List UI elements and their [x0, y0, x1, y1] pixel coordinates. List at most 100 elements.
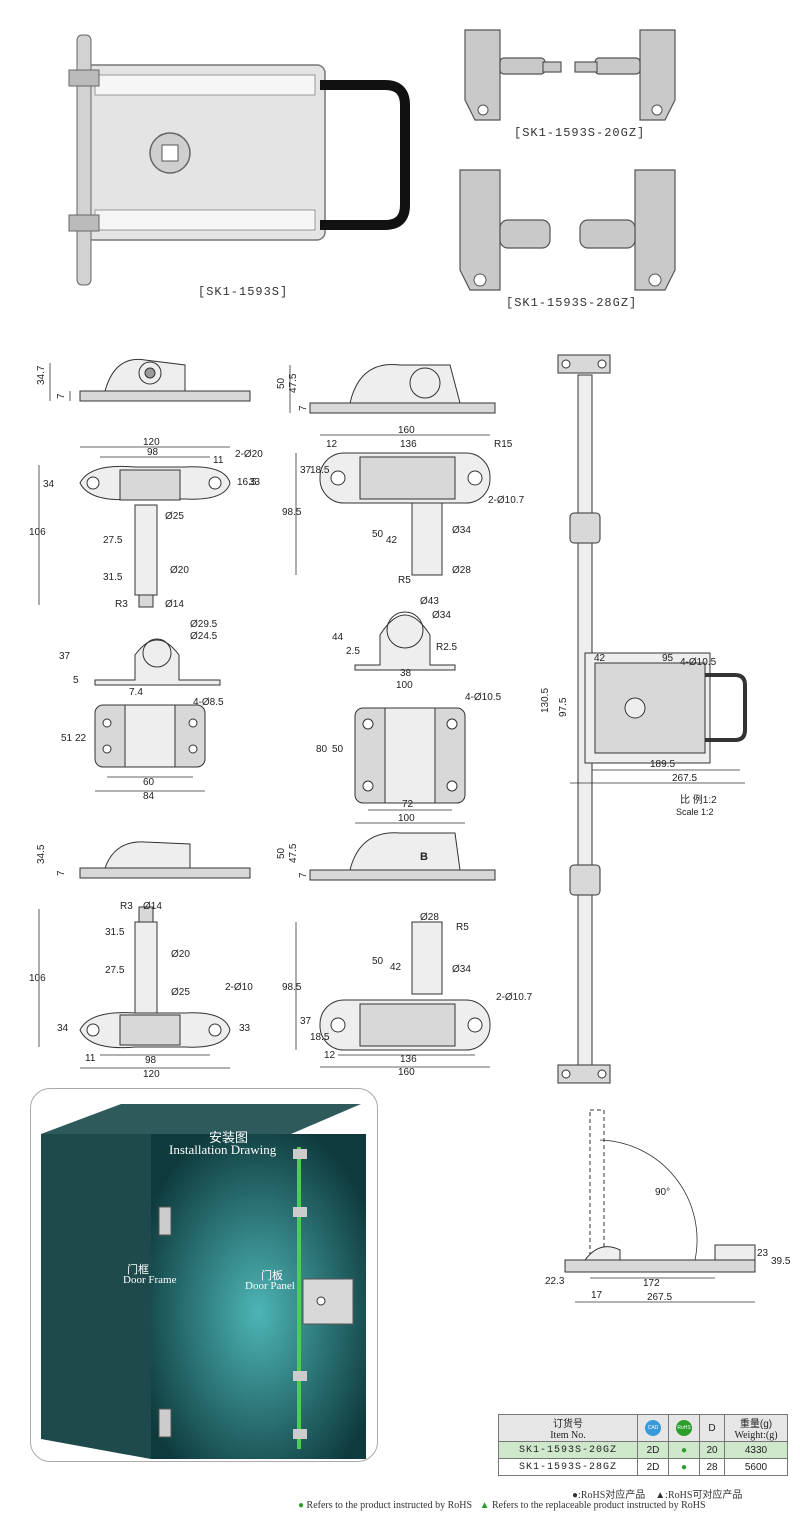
- dim-a-r3: R3: [115, 599, 128, 610]
- dim-b-47-5: 47.5: [288, 373, 299, 393]
- header-rohs-cell: RoHS: [668, 1414, 700, 1442]
- panel-label-en: Door Panel: [245, 1280, 295, 1292]
- legend-en: ● Refers to the product instructed by Ro…: [298, 1500, 706, 1511]
- rohs-triangle-icon: ▲: [479, 1500, 490, 1511]
- dim-f-50b: 50: [372, 956, 384, 967]
- dim-a-34-7: 34.7: [36, 365, 47, 385]
- scale-en: Scale 1:2: [676, 807, 714, 817]
- row-rohs: ●: [668, 1458, 700, 1476]
- dim-b-r15: R15: [494, 439, 513, 450]
- dim-g-4-d10-5: 4-Ø10.5: [680, 657, 717, 668]
- dim-a-d20: Ø20: [170, 565, 189, 576]
- dim-b-r5: R5: [398, 575, 411, 586]
- dim-h-39-5: 39.5: [771, 1256, 791, 1267]
- installation-panel: 安装图 Installation Drawing 门框 Door Frame 门…: [30, 1088, 378, 1462]
- dim-f-136: 136: [400, 1054, 417, 1065]
- dim-a-16-5: 16.5: [237, 477, 257, 488]
- order-table: 订货号 Item No. CAD RoHS D 重量(g) Weight:(g)…: [498, 1414, 788, 1476]
- row-item: SK1-1593S-20GZ: [498, 1441, 638, 1459]
- dim-d-d43: Ø43: [420, 596, 439, 607]
- panel-label-cn: 门板: [261, 1270, 283, 1282]
- dim-d-50: 50: [332, 744, 344, 755]
- dim-e-106: 106: [29, 973, 46, 984]
- rohs-dot-icon: ●: [680, 1444, 688, 1456]
- dim-d-100: 100: [396, 680, 413, 691]
- dim-g-189-5: 189.5: [650, 759, 675, 770]
- dim-d-72: 72: [402, 799, 414, 810]
- header-item-en: Item No.: [550, 1430, 586, 1441]
- frame-label-en: Door Frame: [123, 1274, 177, 1286]
- dim-d-38: 38: [400, 668, 412, 679]
- rohs-dot-icon: ●: [298, 1500, 305, 1511]
- photo-caption-main: [SK1-1593S]: [198, 285, 289, 299]
- dim-e-d25: Ø25: [171, 987, 190, 998]
- dim-c-51: 51: [61, 733, 73, 744]
- dim-a-33: 33: [249, 477, 261, 488]
- legend-cn-dot: ●:RoHS对应产品: [572, 1490, 646, 1501]
- dim-a-120: 120: [143, 437, 160, 448]
- dim-c-d29-5: Ø29.5: [190, 619, 218, 630]
- row-rohs: ●: [668, 1441, 700, 1459]
- row-weight: 5600: [724, 1458, 788, 1476]
- dim-g-95: 95: [662, 653, 674, 664]
- drawing-28gz-right-top: Ø28 R5 50 42 Ø34 98.5 2-Ø10.7 37 18.5 12…: [282, 912, 533, 1078]
- dim-a-106: 106: [29, 527, 46, 538]
- row-weight: 4330: [724, 1441, 788, 1459]
- product-photo-20gz: [464, 29, 676, 121]
- legend-cn: ●:RoHS对应产品 ▲:RoHS可对应产品: [572, 1486, 742, 1501]
- drawing-20gz-top: 120 98 11 2-Ø20 16.5 33 34 106 Ø25 27.5 …: [29, 437, 263, 610]
- drawing-28gz-top: R3 Ø14 31.5 Ø20 27.5 106 Ø25 2-Ø10 34 33…: [29, 901, 253, 1080]
- dim-h-23: 23: [757, 1248, 769, 1259]
- drawing-28gz-side: 34.5 7: [36, 841, 251, 879]
- dim-a-d14: Ø14: [165, 599, 184, 610]
- dim-b-98-5: 98.5: [282, 507, 302, 518]
- header-item-cn: 订货号: [553, 1419, 583, 1430]
- dim-a-d25: Ø25: [165, 511, 184, 522]
- legend-cn-tri: ▲:RoHS可对应产品: [655, 1490, 743, 1501]
- dim-a-11: 11: [213, 455, 224, 466]
- dim-a-34: 34: [43, 479, 55, 490]
- install-title-en: Installation Drawing: [169, 1142, 277, 1157]
- order-table-header: 订货号 Item No. CAD RoHS D 重量(g) Weight:(g): [498, 1414, 788, 1442]
- dim-h-angle: 90°: [655, 1187, 670, 1198]
- drawing-bracket-large-side: Ø43 Ø34 44 2.5 R2.5 38 100: [332, 596, 458, 691]
- table-row: SK1-1593S-28GZ 2D ● 28 5600: [498, 1458, 788, 1476]
- scale-cn: 比 例1:2: [680, 793, 717, 806]
- dim-d-4-d10-5: 4-Ø10.5: [465, 692, 502, 703]
- photo-caption-28gz: [SK1-1593S-28GZ]: [506, 296, 638, 310]
- dim-h-17: 17: [591, 1290, 603, 1301]
- cabinet-illustration: [41, 1104, 366, 1459]
- dim-f-2-d10-7: 2-Ø10.7: [496, 992, 533, 1003]
- dim-b-18-5: 18.5: [310, 465, 330, 476]
- dim-c-60: 60: [143, 777, 155, 788]
- dim-c-84: 84: [143, 791, 155, 802]
- drawing-bracket-small-top: 4-Ø8.5 51 22 60 84: [61, 697, 224, 802]
- drawing-20gz-right-top: 160 12 136 R15 37 18.5 98.5 2-Ø10.7 50 4…: [282, 425, 525, 586]
- dim-f-d34: Ø34: [452, 964, 471, 975]
- drawing-assembly-side: 90° 23 39.5 22.3 172 17 267.5: [545, 1109, 791, 1303]
- row-cad: 2D: [637, 1441, 669, 1459]
- dim-e-120: 120: [143, 1069, 160, 1080]
- dim-e-34-5: 34.5: [36, 844, 47, 864]
- dim-f-18-5: 18.5: [310, 1032, 330, 1043]
- dim-a-2-d20: 2-Ø20: [235, 449, 263, 460]
- dim-f-50: 50: [276, 847, 287, 859]
- dim-a-98: 98: [147, 447, 159, 458]
- drawing-20gz-right-side: 50 47.5 7: [276, 363, 496, 414]
- dim-c-37: 37: [59, 651, 71, 662]
- dim-b-160: 160: [398, 425, 415, 436]
- dim-a-7: 7: [56, 393, 67, 399]
- dim-f-d28: Ø28: [420, 912, 439, 923]
- drawing-bracket-large-top: 4-Ø10.5 80 50 72 100: [316, 692, 502, 824]
- dim-c-5: 5: [73, 675, 79, 686]
- dim-e-r3: R3: [120, 901, 133, 912]
- header-weight-cn: 重量(g): [739, 1419, 773, 1430]
- dim-f-37: 37: [300, 1016, 312, 1027]
- dim-d-r2-5: R2.5: [436, 642, 458, 653]
- drawing-28gz-right-side: B 50 47.5 7: [276, 832, 496, 881]
- dim-d-2-5: 2.5: [346, 646, 360, 657]
- dim-h-172: 172: [643, 1278, 660, 1289]
- dim-e-31-5: 31.5: [105, 927, 125, 938]
- rohs-icon: RoHS: [676, 1420, 692, 1436]
- install-title-cn: 安装图: [209, 1130, 249, 1145]
